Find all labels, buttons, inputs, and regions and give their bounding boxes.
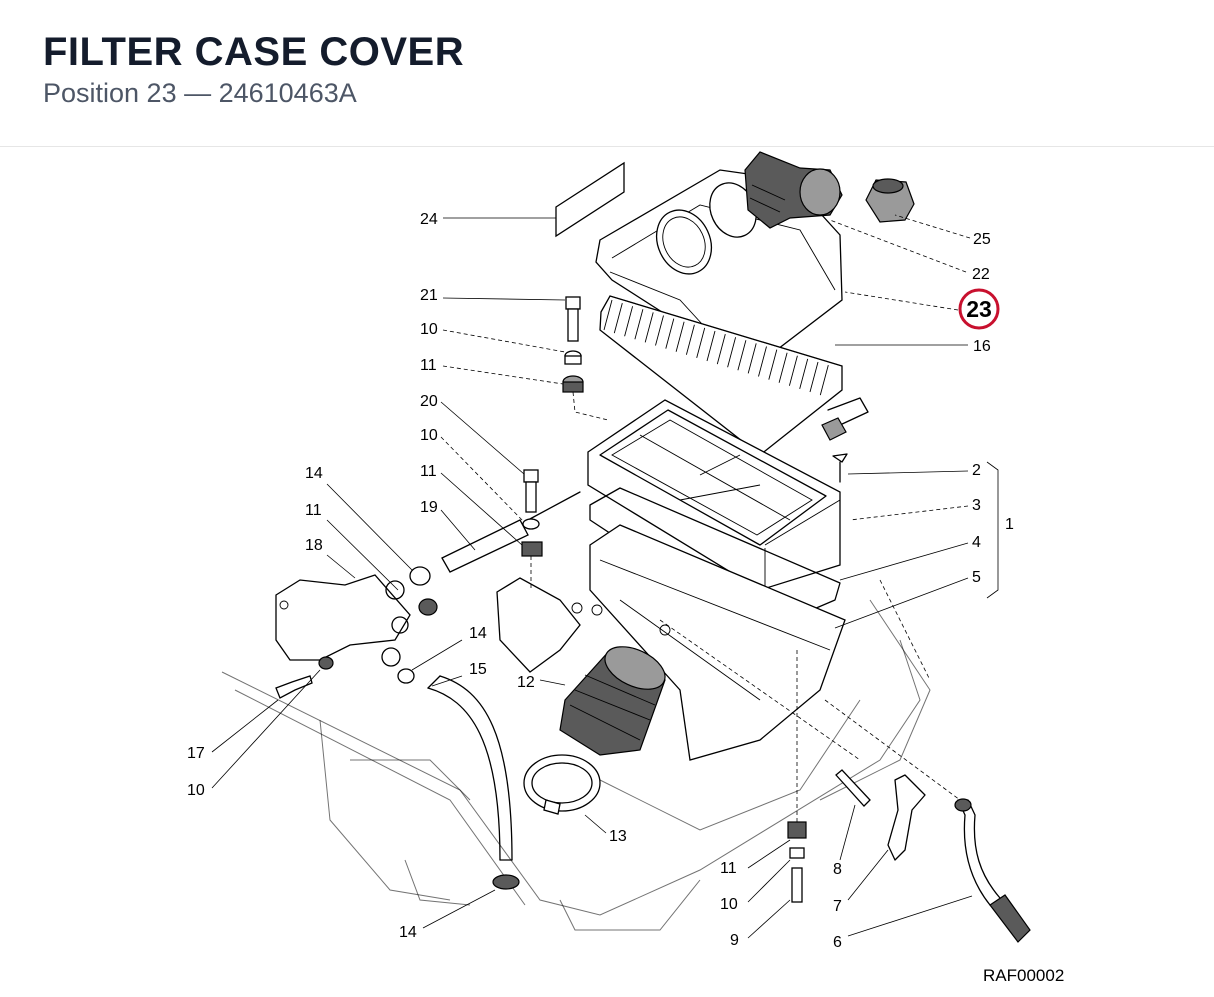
callout-10: 10 <box>187 782 205 799</box>
callout-7: 7 <box>833 898 842 915</box>
callout-8: 8 <box>833 861 842 878</box>
callout-25: 25 <box>973 231 991 248</box>
leader-lines <box>211 214 999 939</box>
callout-16: 16 <box>973 338 991 355</box>
callout-20: 20 <box>420 393 438 410</box>
callout-24: 24 <box>420 211 438 228</box>
callout-18: 18 <box>305 537 323 554</box>
part-25-intake-cap <box>865 178 915 223</box>
callout-12: 12 <box>517 674 535 691</box>
callout-labels: 24 25 22 21 10 11 16 20 10 11 19 2 3 4 5… <box>187 211 1014 951</box>
filter-fin <box>758 346 767 377</box>
page-subtitle: Position 23 — 24610463A <box>43 78 357 108</box>
callout-15: 15 <box>469 661 487 678</box>
filter-fin <box>706 330 716 362</box>
filter-fin <box>675 321 685 352</box>
part-13-hose-clamp <box>523 754 601 815</box>
callout-22: 22 <box>972 266 990 283</box>
filter-fin <box>778 352 788 383</box>
filter-fin <box>809 361 819 393</box>
filter-fin <box>685 324 695 355</box>
callout-11: 11 <box>305 502 322 519</box>
part-24-label-sheet <box>555 161 625 238</box>
filter-fin <box>737 340 747 371</box>
part-15-hose <box>427 675 513 861</box>
callout-6: 6 <box>833 934 842 951</box>
callout-19: 19 <box>420 499 438 516</box>
drawing-code: RAF00002 <box>983 966 1064 985</box>
callout-2: 2 <box>972 462 981 479</box>
callout-23: 23 <box>966 296 992 322</box>
callout-11: 11 <box>420 463 437 480</box>
callout-11: 11 <box>720 860 737 877</box>
page-title: FILTER CASE COVER <box>43 30 465 74</box>
callout-4: 4 <box>972 534 981 551</box>
vent-hose <box>821 397 869 441</box>
part-16-air-filter <box>599 295 843 456</box>
highlighted-callout-23[interactable]: 23 <box>958 288 1000 330</box>
highlight-ring <box>958 288 1000 330</box>
frame-outline <box>221 599 931 931</box>
filter-fin <box>624 306 634 337</box>
callout-14: 14 <box>305 465 323 482</box>
header: FILTER CASE COVER Position 23 — 24610463… <box>0 0 1214 147</box>
callout-9: 9 <box>730 932 739 949</box>
callout-10: 10 <box>420 321 438 338</box>
callout-21: 21 <box>420 287 438 304</box>
part-3-filter-housing <box>587 399 841 591</box>
callout-14: 14 <box>399 924 417 941</box>
filter-fin <box>819 364 829 396</box>
filter-fin <box>727 337 737 368</box>
filter-fin <box>603 299 613 331</box>
assembly-guide-lines <box>530 391 961 822</box>
callout-14: 14 <box>469 625 487 642</box>
filter-fin <box>696 327 706 359</box>
filter-fin <box>747 343 757 374</box>
callout-11: 11 <box>420 357 437 374</box>
filter-fin <box>788 355 798 386</box>
callout-10: 10 <box>720 896 738 913</box>
callout-5: 5 <box>972 569 981 586</box>
filter-fin <box>655 315 664 346</box>
callout-13: 13 <box>609 828 627 845</box>
part-12-rubber-boot <box>559 646 666 756</box>
filter-fin <box>799 358 809 390</box>
small-fasteners <box>275 296 1031 943</box>
part-19-rod <box>441 491 581 573</box>
filter-fin <box>768 349 778 380</box>
part-4-gasket <box>589 487 841 633</box>
callout-1: 1 <box>1005 516 1014 533</box>
filter-fin <box>634 309 644 340</box>
part-5-lower-airbox <box>496 524 846 761</box>
part-18-bracket <box>275 574 411 661</box>
filter-fin <box>716 333 726 365</box>
callout-3: 3 <box>972 497 981 514</box>
part-22-intake-duct <box>744 151 843 229</box>
callout-10: 10 <box>420 427 438 444</box>
callout-17: 17 <box>187 745 205 762</box>
filter-fin <box>613 302 623 334</box>
filter-fin <box>644 312 654 343</box>
filter-fin <box>665 318 675 349</box>
